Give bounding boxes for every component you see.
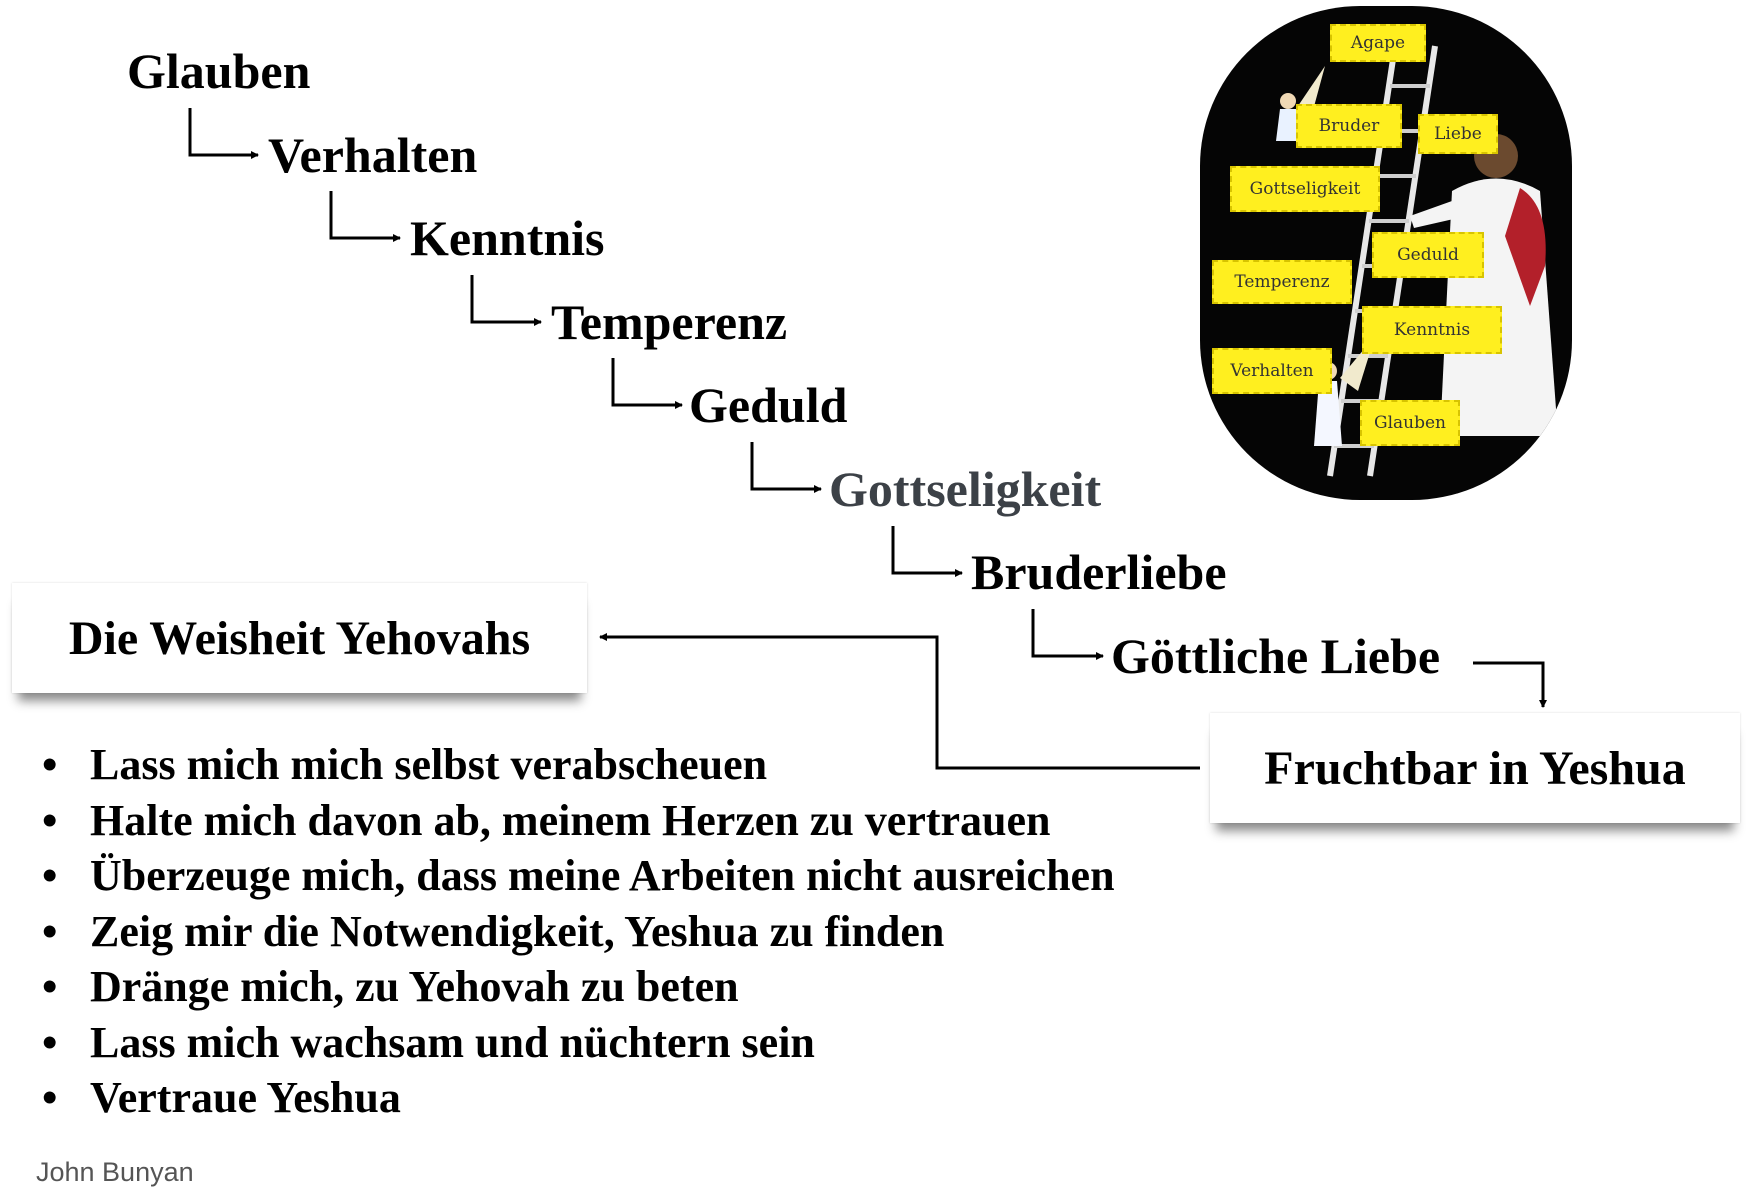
step-bruderliebe: Bruderliebe: [971, 544, 1227, 600]
list-item: Vertraue Yeshua: [40, 1070, 1115, 1126]
step-temperenz: Temperenz: [551, 294, 788, 350]
step-arrow-6: [891, 526, 963, 577]
step-verhalten: Verhalten: [268, 127, 478, 183]
step-glauben: Glauben: [127, 43, 311, 99]
figure-shape: [1410, 134, 1558, 436]
illustration-label-geduld: Geduld: [1372, 232, 1484, 278]
wisdom-callout-title: Die Weisheit Yehovahs: [68, 611, 531, 665]
illustration-label-kenntnis: Kenntnis: [1362, 306, 1502, 354]
step-arrow-2: [329, 191, 401, 242]
illustration-label-bruder: Bruder: [1296, 104, 1402, 148]
list-item: Zeig mir die Notwendigkeit, Yeshua zu fi…: [40, 904, 1115, 960]
step-goettliche-liebe: Göttliche Liebe: [1111, 628, 1441, 684]
step-arrow-1: [188, 108, 259, 159]
list-item: Lass mich mich selbst verabscheuen: [40, 737, 1115, 793]
love-to-fruit-arrow: [1473, 661, 1547, 708]
step-arrow-3: [470, 275, 542, 326]
author-credit: John Bunyan: [36, 1157, 194, 1187]
list-item: Dränge mich, zu Yehovah zu beten: [40, 959, 1115, 1015]
illustration-label-gottseligkeit: Gottseligkeit: [1230, 166, 1380, 212]
ladder-illustration: Agape Bruder Liebe Gottseligkeit Geduld …: [1200, 6, 1572, 500]
step-gottseligkeit: Gottseligkeit: [829, 461, 1102, 517]
illustration-label-liebe: Liebe: [1418, 114, 1498, 154]
step-arrow-5: [750, 442, 822, 493]
step-arrow-4: [611, 358, 683, 409]
illustration-label-glauben: Glauben: [1360, 400, 1460, 446]
list-item: Lass mich wachsam und nüchtern sein: [40, 1015, 1115, 1071]
illustration-label-agape: Agape: [1330, 24, 1426, 62]
list-item: Halte mich davon ab, meinem Herzen zu ve…: [40, 793, 1115, 849]
step-kenntnis: Kenntnis: [410, 210, 605, 266]
step-arrow-7: [1031, 609, 1104, 660]
illustration-label-verhalten: Verhalten: [1212, 348, 1332, 394]
list-item: Überzeuge mich, dass meine Arbeiten nich…: [40, 848, 1115, 904]
fruit-callout: Fruchtbar in Yeshua: [1210, 713, 1740, 823]
illustration-label-temperenz: Temperenz: [1212, 260, 1352, 304]
wisdom-list: Lass mich mich selbst verabscheuen Halte…: [40, 737, 1115, 1126]
fruit-callout-title: Fruchtbar in Yeshua: [1264, 741, 1686, 795]
step-geduld: Geduld: [689, 377, 848, 433]
wisdom-callout: Die Weisheit Yehovahs: [12, 583, 587, 693]
